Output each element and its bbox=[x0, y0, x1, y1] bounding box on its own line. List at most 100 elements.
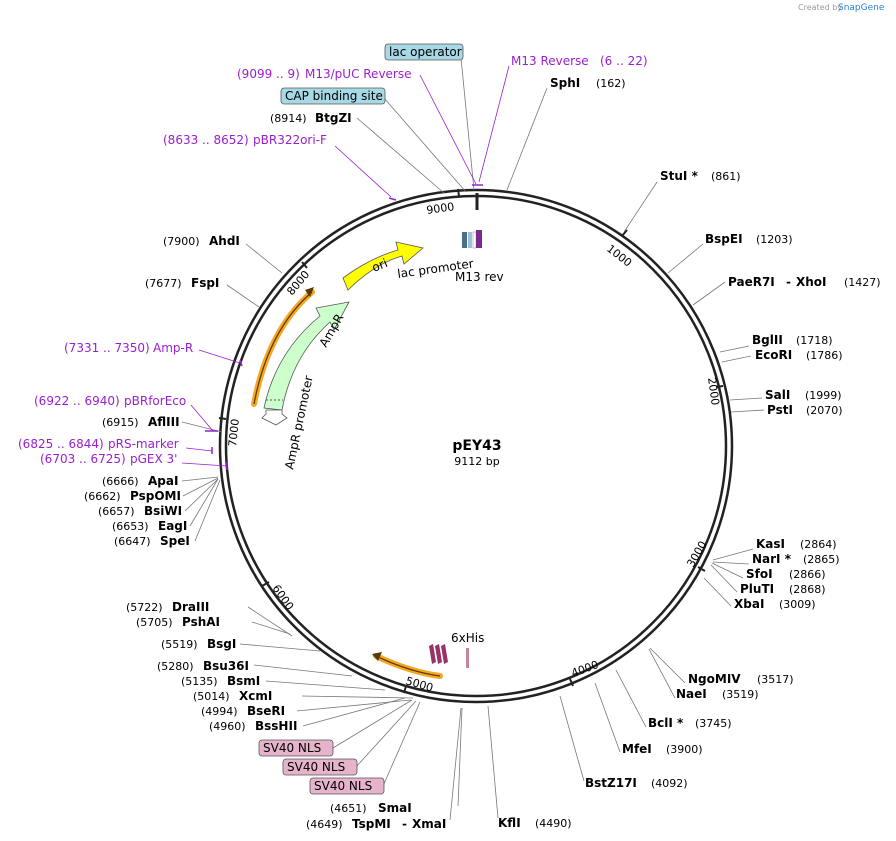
site-pos: (4649) bbox=[306, 818, 343, 831]
credit-brand: SnapGene bbox=[838, 3, 885, 13]
primer-range: (9099 .. 9) bbox=[237, 67, 300, 81]
his6-block bbox=[466, 648, 469, 668]
site-pos: (3745) bbox=[695, 717, 732, 730]
tick-label-9000: 9000 bbox=[426, 200, 456, 217]
site-name: BtgZI bbox=[315, 111, 352, 125]
site-pos: (5014) bbox=[193, 690, 230, 703]
site-name: SphI bbox=[550, 76, 580, 90]
site-pos: (5705) bbox=[136, 616, 173, 629]
site-pos: (2864) bbox=[800, 538, 837, 551]
site-name: SpeI bbox=[160, 534, 190, 548]
site-leaders bbox=[449, 87, 765, 821]
cap-site-box: CAP binding site bbox=[280, 87, 386, 105]
site-pos: (2070) bbox=[806, 404, 843, 417]
site-name: KasI bbox=[756, 537, 785, 551]
primer-range: (6825 .. 6844) bbox=[18, 437, 104, 451]
site-pos: (6666) bbox=[102, 475, 139, 488]
sv40-nls-box-3: SV40 NLS bbox=[309, 777, 385, 795]
primer-leaders bbox=[181, 65, 510, 470]
m13-rev-label: M13 rev bbox=[455, 270, 504, 284]
lac-operator-block bbox=[472, 231, 477, 249]
plasmid-size: 9112 bp bbox=[454, 455, 499, 468]
sv40-nls-label-1: SV40 NLS bbox=[263, 741, 321, 755]
site-pos: (3519) bbox=[722, 688, 759, 701]
site-pos: (5135) bbox=[181, 675, 218, 688]
site-name: XbaI bbox=[734, 597, 764, 611]
site-pos: (6653) bbox=[112, 520, 149, 533]
site-pos: (5722) bbox=[126, 601, 163, 614]
primer-label: pBRforEco bbox=[124, 394, 186, 408]
site-pos: (3900) bbox=[666, 743, 703, 756]
his6-label: 6xHis bbox=[451, 631, 484, 645]
sv40-nls-label-2: SV40 NLS bbox=[287, 760, 345, 774]
ampr-highlight-core bbox=[253, 291, 313, 405]
site-pos: (6662) bbox=[84, 490, 121, 503]
tick-label-3000: 3000 bbox=[684, 539, 709, 570]
site-name-alt: XmaI bbox=[412, 817, 446, 831]
site-name: KflI bbox=[498, 816, 521, 830]
site-name: FspI bbox=[191, 276, 219, 290]
site-name: Bsu36I bbox=[203, 659, 249, 673]
site-pos: (4092) bbox=[651, 777, 688, 790]
site-pos: (6915) bbox=[102, 416, 139, 429]
tick-label-1000: 1000 bbox=[604, 242, 634, 269]
site-pos: (8914) bbox=[270, 112, 307, 125]
site-name: MfeI bbox=[622, 742, 652, 756]
site-pos: (4651) bbox=[330, 802, 367, 815]
lac-promoter-block bbox=[462, 232, 467, 248]
lac-operator-label: lac operator bbox=[389, 45, 462, 59]
ori-label: ori bbox=[370, 256, 390, 275]
site-pos: (4490) bbox=[535, 817, 572, 830]
nls-block-3 bbox=[441, 644, 448, 664]
boxed-leaders bbox=[332, 57, 475, 787]
primer-label: pRS-marker bbox=[108, 437, 179, 451]
primer-label: pGEX 3' bbox=[130, 452, 177, 466]
site-pos: (1427) bbox=[844, 276, 881, 289]
site-name: SmaI bbox=[378, 801, 412, 815]
site-separator: - bbox=[402, 817, 407, 831]
nls-highlight-core bbox=[375, 655, 441, 677]
site-name: PstI bbox=[767, 403, 793, 417]
cap-site-label: CAP binding site bbox=[285, 89, 383, 103]
primer-label: Amp-R bbox=[153, 341, 193, 355]
site-name: PspOMI bbox=[130, 489, 181, 503]
lac-operator-box: lac operator bbox=[384, 43, 464, 61]
site-name: AhdI bbox=[209, 234, 240, 248]
site-pos: (1999) bbox=[805, 389, 842, 402]
nls-block-1 bbox=[429, 644, 436, 664]
sv40-nls-label-3: SV40 NLS bbox=[314, 779, 372, 793]
ampr-promoter-arrow bbox=[261, 409, 288, 426]
site-name: DraIII bbox=[172, 600, 209, 614]
site-name: XcmI bbox=[239, 689, 272, 703]
site-pos: (4960) bbox=[209, 720, 246, 733]
primer-range: (6 .. 22) bbox=[600, 54, 648, 68]
nls-highlight bbox=[373, 653, 443, 679]
primer-range: (7331 .. 7350) bbox=[64, 341, 150, 355]
site-name: AflIII bbox=[148, 415, 180, 429]
sv40-nls-box-2: SV40 NLS bbox=[282, 758, 358, 776]
credit-prefix: Created by bbox=[798, 3, 842, 12]
site-leaders-left bbox=[181, 117, 445, 727]
site-name: NaeI bbox=[676, 687, 707, 701]
site-name: PshAI bbox=[182, 615, 220, 629]
site-name: BsgI bbox=[207, 637, 236, 651]
site-pos: (6657) bbox=[98, 505, 135, 518]
sv40-nls-box-1: SV40 NLS bbox=[258, 739, 334, 757]
site-pos: (1718) bbox=[796, 334, 833, 347]
site-name: PaeR7I bbox=[728, 275, 775, 289]
site-pos: (1203) bbox=[756, 233, 793, 246]
site-pos: (861) bbox=[711, 170, 741, 183]
site-name: BsiWI bbox=[144, 504, 182, 518]
primer-label: pBR322ori-F bbox=[253, 133, 327, 147]
site-name-alt: XhoI bbox=[796, 275, 827, 289]
site-pos: (4994) bbox=[201, 705, 238, 718]
site-pos: (1786) bbox=[806, 349, 843, 362]
site-pos: (3517) bbox=[757, 673, 794, 686]
site-name: BsmI bbox=[227, 674, 260, 688]
site-name: BstZ17I bbox=[585, 776, 637, 790]
site-pos: (2865) bbox=[803, 553, 840, 566]
site-name: EcoRI bbox=[755, 348, 792, 362]
backbone-outer bbox=[218, 188, 734, 704]
plasmid-name: pEY43 bbox=[452, 438, 501, 454]
